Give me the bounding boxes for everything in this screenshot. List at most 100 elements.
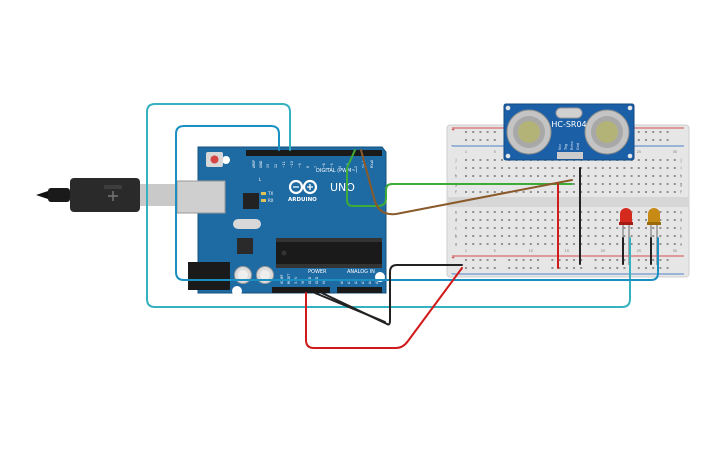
bb-hole[interactable] xyxy=(558,219,561,221)
bb-hole[interactable] xyxy=(515,211,518,213)
bb-hole[interactable] xyxy=(544,211,547,213)
bb-hole[interactable] xyxy=(666,243,669,245)
bb-hole[interactable] xyxy=(609,227,611,229)
bb-hole[interactable] xyxy=(529,235,532,237)
rail-hole[interactable] xyxy=(522,259,525,261)
rail-hole[interactable] xyxy=(486,259,489,261)
bb-hole[interactable] xyxy=(652,243,655,245)
bb-hole[interactable] xyxy=(630,227,633,229)
bb-hole[interactable] xyxy=(558,191,561,193)
bb-hole[interactable] xyxy=(501,159,503,161)
bb-hole[interactable] xyxy=(594,211,597,213)
bb-hole[interactable] xyxy=(666,175,669,177)
bb-hole[interactable] xyxy=(565,227,568,229)
bb-hole[interactable] xyxy=(529,227,532,229)
bb-hole[interactable] xyxy=(544,175,547,177)
bb-hole[interactable] xyxy=(616,211,619,213)
rail-hole[interactable] xyxy=(479,259,482,261)
bb-hole[interactable] xyxy=(587,191,590,193)
rail-hole[interactable] xyxy=(486,131,489,133)
bb-hole[interactable] xyxy=(645,243,647,245)
rail-hole[interactable] xyxy=(652,259,655,261)
bb-hole[interactable] xyxy=(479,211,482,213)
bb-hole[interactable] xyxy=(594,235,597,237)
bb-hole[interactable] xyxy=(637,243,640,245)
bb-hole[interactable] xyxy=(493,167,496,169)
bb-hole[interactable] xyxy=(522,219,525,221)
bb-hole[interactable] xyxy=(659,211,662,213)
bb-hole[interactable] xyxy=(630,191,633,193)
bb-hole[interactable] xyxy=(673,175,676,177)
rail-hole[interactable] xyxy=(573,259,575,261)
bb-hole[interactable] xyxy=(637,191,640,193)
bb-hole[interactable] xyxy=(666,227,669,229)
rail-hole[interactable] xyxy=(637,131,640,133)
rail-hole[interactable] xyxy=(493,267,496,269)
rail-hole[interactable] xyxy=(594,267,597,269)
bb-hole[interactable] xyxy=(616,191,619,193)
bb-hole[interactable] xyxy=(479,175,482,177)
bb-hole[interactable] xyxy=(616,227,619,229)
bb-hole[interactable] xyxy=(580,243,583,245)
bb-hole[interactable] xyxy=(508,227,511,229)
rail-hole[interactable] xyxy=(472,131,475,133)
bb-hole[interactable] xyxy=(515,175,518,177)
bb-hole[interactable] xyxy=(544,243,547,245)
bb-hole[interactable] xyxy=(652,235,655,237)
rail-hole[interactable] xyxy=(623,259,626,261)
bb-hole[interactable] xyxy=(587,183,590,185)
rail-hole[interactable] xyxy=(609,259,611,261)
bb-hole[interactable] xyxy=(472,235,475,237)
bb-hole[interactable] xyxy=(544,235,547,237)
bb-hole[interactable] xyxy=(493,175,496,177)
rail-hole[interactable] xyxy=(659,259,662,261)
rail-hole[interactable] xyxy=(565,259,568,261)
bb-hole[interactable] xyxy=(544,219,547,221)
bb-hole[interactable] xyxy=(551,167,554,169)
bb-hole[interactable] xyxy=(659,183,662,185)
bb-hole[interactable] xyxy=(522,243,525,245)
bb-hole[interactable] xyxy=(645,191,647,193)
rail-hole[interactable] xyxy=(486,267,489,269)
bb-hole[interactable] xyxy=(551,227,554,229)
bb-hole[interactable] xyxy=(508,219,511,221)
bb-hole[interactable] xyxy=(580,219,583,221)
bb-hole[interactable] xyxy=(594,227,597,229)
bb-hole[interactable] xyxy=(594,183,597,185)
bb-hole[interactable] xyxy=(666,219,669,221)
bb-hole[interactable] xyxy=(587,175,590,177)
rail-hole[interactable] xyxy=(565,267,568,269)
bb-hole[interactable] xyxy=(673,159,676,161)
bb-hole[interactable] xyxy=(645,167,647,169)
bb-hole[interactable] xyxy=(601,243,604,245)
bb-hole[interactable] xyxy=(623,183,626,185)
bb-hole[interactable] xyxy=(479,243,482,245)
bb-hole[interactable] xyxy=(666,159,669,161)
bb-hole[interactable] xyxy=(594,175,597,177)
bb-hole[interactable] xyxy=(479,159,482,161)
bb-hole[interactable] xyxy=(501,167,503,169)
rail-hole[interactable] xyxy=(493,259,496,261)
rail-hole[interactable] xyxy=(616,267,619,269)
bb-hole[interactable] xyxy=(544,167,547,169)
rail-hole[interactable] xyxy=(666,267,669,269)
bb-hole[interactable] xyxy=(645,211,647,213)
bb-hole[interactable] xyxy=(652,183,655,185)
rail-hole[interactable] xyxy=(479,139,482,141)
bb-hole[interactable] xyxy=(630,235,633,237)
bb-hole[interactable] xyxy=(515,243,518,245)
rail-hole[interactable] xyxy=(623,267,626,269)
rail-hole[interactable] xyxy=(522,267,525,269)
bb-hole[interactable] xyxy=(465,235,467,237)
rail-hole[interactable] xyxy=(508,267,511,269)
bb-hole[interactable] xyxy=(515,227,518,229)
rail-hole[interactable] xyxy=(645,267,647,269)
bb-hole[interactable] xyxy=(565,175,568,177)
rail-hole[interactable] xyxy=(666,131,669,133)
bb-hole[interactable] xyxy=(501,243,503,245)
bb-hole[interactable] xyxy=(501,211,503,213)
bb-hole[interactable] xyxy=(508,211,511,213)
bb-hole[interactable] xyxy=(472,167,475,169)
bb-hole[interactable] xyxy=(616,167,619,169)
bb-hole[interactable] xyxy=(609,235,611,237)
